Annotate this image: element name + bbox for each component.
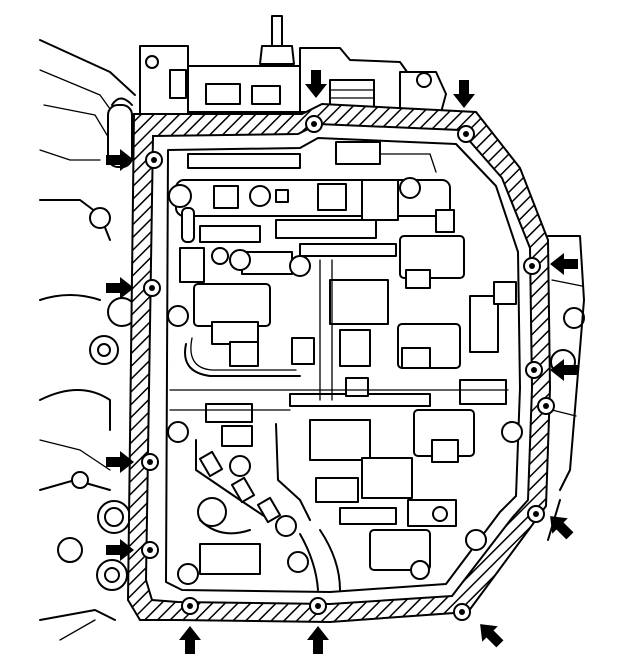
bolt-6 (525, 361, 543, 379)
arrow-2 (453, 80, 475, 108)
bolt-4 (523, 257, 541, 275)
valve-body (165, 137, 523, 593)
bolt-group (141, 115, 555, 621)
bolt-2 (457, 125, 475, 143)
arrow-6 (550, 359, 578, 381)
bolt-3 (145, 151, 163, 169)
arrow-11 (307, 626, 329, 654)
bolt-1 (305, 115, 323, 133)
bolt-10 (141, 541, 159, 559)
oil-pan-gasket (126, 102, 552, 624)
arrow-8 (550, 516, 574, 540)
arrow-9 (106, 539, 134, 561)
arrow-1 (305, 70, 327, 98)
arrow-12 (480, 624, 504, 648)
bolt-13 (453, 603, 471, 621)
arrow-3 (106, 149, 134, 171)
bolt-5 (143, 279, 161, 297)
upper-assembly (139, 15, 447, 117)
arrow-5 (106, 277, 134, 299)
arrow-7 (106, 451, 134, 473)
bolt-8 (141, 453, 159, 471)
bolt-11 (181, 597, 199, 615)
arrow-group (106, 70, 578, 654)
bolt-9 (527, 505, 545, 523)
arrow-10 (179, 626, 201, 654)
bolt-12 (309, 597, 327, 615)
bolt-7 (537, 397, 555, 415)
arrow-4 (550, 253, 578, 275)
